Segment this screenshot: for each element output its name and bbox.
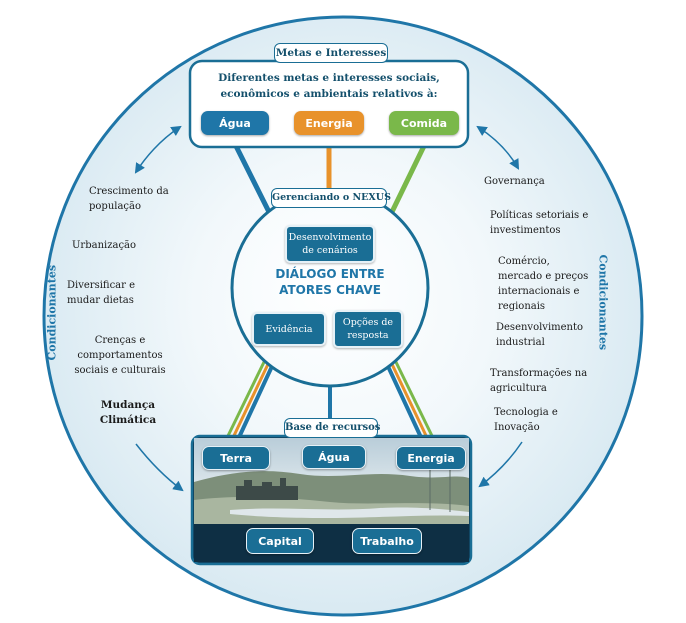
left-conditions-label: Condicionantes	[45, 264, 59, 361]
nexus-tab: Gerenciando o NEXUS	[271, 188, 391, 208]
food-connector-top	[387, 144, 427, 218]
goal-water-button[interactable]: Água	[201, 111, 269, 135]
water-connector-top	[233, 144, 275, 220]
resource-energy-button[interactable]: Energia	[396, 446, 466, 470]
goals-heading: Diferentes metas e interesses sociais, e…	[196, 70, 462, 102]
left-condition-population-growth: Crescimento da população	[89, 186, 169, 212]
connectors-bottom-left	[223, 357, 276, 447]
resource-land-button[interactable]: Terra	[202, 446, 270, 470]
resource-water-button[interactable]: Água	[302, 445, 366, 469]
right-condition-policies: Políticas setoriais e investimentos	[490, 210, 589, 236]
resources-tab: Base de recursos	[284, 418, 380, 438]
scenario-development-box[interactable]: Desenvolvimento de cenários	[285, 225, 375, 263]
arrow-bottom-left-icon	[135, 443, 184, 492]
right-condition-agriculture: Transformações na agricultura	[490, 368, 588, 394]
goal-energy-button[interactable]: Energia	[294, 111, 364, 135]
right-condition-trade: Comércio, mercado e preços internacionai…	[498, 256, 589, 312]
evidence-box[interactable]: Evidência	[252, 312, 326, 346]
left-condition-urbanization: Urbanização	[72, 240, 137, 251]
arrow-top-left-icon	[134, 125, 182, 174]
right-condition-governance: Governança	[484, 176, 545, 187]
resource-labor-button[interactable]: Trabalho	[352, 528, 422, 554]
right-conditions-label: Condicionantes	[596, 254, 610, 351]
left-condition-beliefs: Crenças e comportamentos sociais e cultu…	[74, 335, 166, 376]
right-condition-technology: Tecnologia e Inovação	[494, 407, 558, 433]
center-title-line2: ATORES CHAVE	[279, 283, 381, 297]
goals-heading-line1: Diferentes metas e interesses sociais,	[218, 72, 440, 84]
left-condition-climate-change: Mudança Climática	[99, 399, 157, 426]
center-title-line1: DIÁLOGO ENTRE	[275, 267, 385, 281]
goals-heading-line2: econômicos e ambientais relativos à:	[220, 88, 438, 100]
resource-capital-button[interactable]: Capital	[246, 528, 314, 554]
stakeholder-dialogue-title: DIÁLOGO ENTRE ATORES CHAVE	[240, 266, 420, 298]
resources-bottom-band	[194, 524, 469, 562]
goal-food-button[interactable]: Comida	[389, 111, 459, 135]
right-condition-industrial-development: Desenvolvimento industrial	[496, 322, 584, 348]
arrow-bottom-right-icon	[478, 441, 523, 488]
connectors-bottom-right	[384, 357, 437, 447]
left-condition-diets: Diversificar e mudar dietas	[67, 280, 136, 306]
arrow-top-right-icon	[476, 125, 520, 170]
response-options-box[interactable]: Opções de resposta	[333, 310, 403, 348]
goals-tab: Metas e Interesses	[274, 43, 388, 63]
